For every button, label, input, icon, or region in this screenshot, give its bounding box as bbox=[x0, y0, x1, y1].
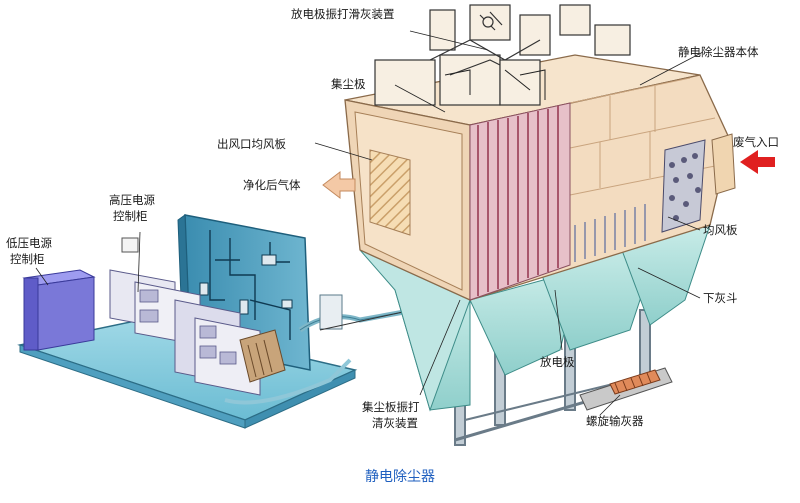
rapping-gear-roof bbox=[374, 4, 631, 106]
label-gas-inlet: 废气入口 bbox=[733, 135, 779, 149]
label-discharge-rapping: 放电极振打滑灰装置 bbox=[291, 7, 395, 21]
label-screw-conveyor: 螺旋输灰器 bbox=[586, 414, 644, 428]
high-voltage-cabinet bbox=[109, 269, 261, 396]
screw-conveyor bbox=[579, 367, 673, 411]
label-hv-cabinet-line1: 高压电源 bbox=[109, 193, 155, 207]
inlet-distribution-plate bbox=[661, 139, 706, 233]
label-ash-hopper: 下灰斗 bbox=[703, 291, 738, 305]
label-precipitator-body: 静电除尘器本体 bbox=[678, 45, 759, 59]
label-lv-cabinet-line2: 控制柜 bbox=[10, 252, 45, 266]
low-voltage-cabinet bbox=[22, 269, 96, 351]
label-clean-gas: 净化后气体 bbox=[243, 178, 301, 192]
clean-gas-arrow bbox=[322, 170, 356, 200]
label-plate-rapping-line1: 集尘板振打 bbox=[362, 400, 420, 414]
precipitator bbox=[344, 4, 736, 446]
leader-lines bbox=[35, 30, 704, 416]
label-hv-cabinet-line2: 控制柜 bbox=[113, 209, 148, 223]
collector-plates bbox=[469, 102, 571, 301]
label-distribution-plate: 均风板 bbox=[703, 223, 738, 237]
label-lv-cabinet-line1: 低压电源 bbox=[6, 236, 52, 250]
label-outlet-baffle: 出风口均风板 bbox=[217, 137, 286, 151]
label-collector-plate: 集尘极 bbox=[331, 77, 366, 91]
diagram-caption: 静电除尘器 bbox=[365, 469, 435, 485]
label-plate-rapping-line2: 清灰装置 bbox=[372, 416, 418, 430]
outlet-baffle bbox=[369, 149, 411, 236]
control-station bbox=[17, 214, 471, 429]
label-discharge-electrode: 放电极 bbox=[540, 355, 575, 369]
inlet-arrow bbox=[740, 150, 775, 174]
